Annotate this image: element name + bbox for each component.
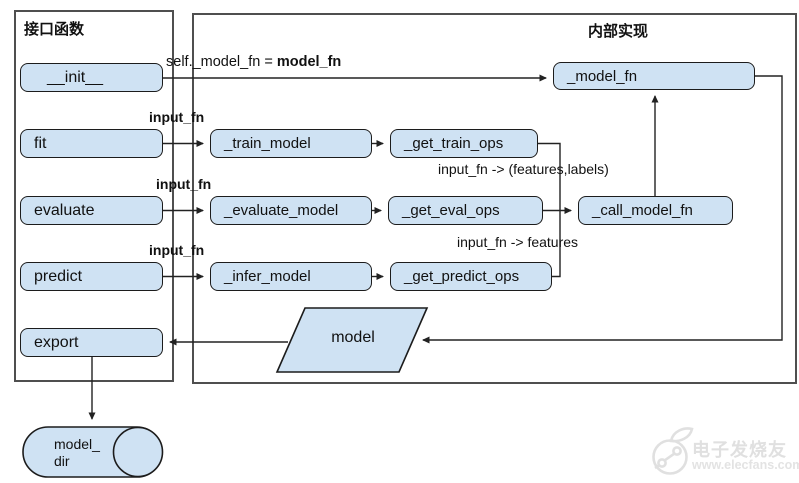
internal-implementation-frame (192, 13, 797, 384)
model-dir-line2: dir (54, 453, 70, 469)
node-infer-model: _infer_model (210, 262, 372, 291)
node-predict: predict (20, 262, 163, 291)
node-get-train-ops: _get_train_ops (390, 129, 538, 158)
edge-label-input-fn-evaluate: input_fn (156, 176, 212, 192)
edge-label-input-fn-fit: input_fn (149, 109, 205, 125)
edge-label-train-io: input_fn -> (features,labels) (438, 161, 609, 177)
watermark-brand: 电子发烧友 (692, 440, 787, 460)
assign-bold: model_fn (276, 54, 342, 70)
node-evaluate: evaluate (20, 196, 163, 225)
model-dir-line1: model_ (54, 436, 100, 452)
interface-functions-frame (14, 10, 174, 382)
node-init: __init__ (20, 63, 163, 92)
node-train-model: _train_model (210, 129, 372, 158)
model-dir-cylinder-face (112, 426, 164, 478)
node-export: export (20, 328, 163, 357)
internal-implementation-title: 内部实现 (588, 23, 649, 40)
edge-label-input-fn-predict: input_fn (149, 242, 205, 258)
interface-functions-title: 接口函数 (24, 21, 85, 38)
node-model-fn: _model_fn (553, 62, 755, 90)
model-parallelogram-label: model (331, 329, 375, 346)
assign-prefix: self._model_fn = (166, 54, 277, 70)
model-dir-label: model_ dir (54, 436, 100, 470)
elecfans-logo-icon (652, 427, 694, 475)
edge-label-init-assignment: self._model_fn = model_fn (166, 54, 341, 70)
node-call-model-fn: _call_model_fn (578, 196, 733, 225)
node-fit: fit (20, 129, 163, 158)
node-get-eval-ops: _get_eval_ops (388, 196, 543, 225)
edge-label-predict-io: input_fn -> features (457, 234, 579, 250)
watermark-url: www.elecfans.com (692, 458, 799, 472)
node-evaluate-model: _evaluate_model (210, 196, 372, 225)
node-get-predict-ops: _get_predict_ops (390, 262, 552, 291)
